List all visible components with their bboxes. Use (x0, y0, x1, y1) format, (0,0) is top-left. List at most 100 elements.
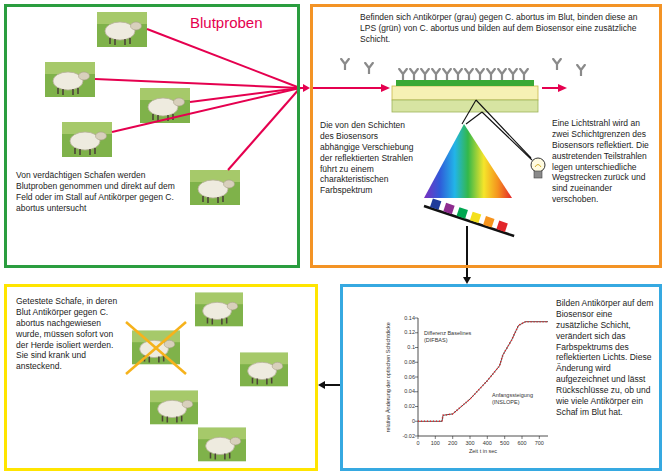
sample-label: Blutproben (190, 14, 263, 32)
tick-label: 0.14 (396, 315, 415, 322)
color-square (470, 212, 481, 223)
biosensor (341, 59, 585, 112)
cross-out (126, 322, 186, 374)
tick-label: 0.1 (396, 344, 415, 351)
tested-sheep (126, 293, 288, 462)
reflected-ray (462, 100, 476, 124)
sheep-photo (190, 170, 240, 205)
tick-label: 0 (408, 440, 428, 447)
arrow-head (381, 84, 390, 92)
antibody (399, 69, 407, 80)
flow-line (542, 87, 560, 89)
sample-line (95, 79, 300, 88)
sheep-photo (150, 391, 198, 425)
free-antibody (577, 65, 585, 76)
antibody (465, 69, 473, 80)
antibody (443, 69, 451, 80)
tick-label: 200 (443, 440, 463, 447)
antibody (509, 69, 517, 80)
arrow-head (558, 84, 567, 92)
sheep-photo (62, 122, 112, 157)
sample-line (147, 29, 300, 88)
panel-text: Befinden sich Antikörper (grau) gegen C.… (360, 12, 650, 45)
measurement-curve (418, 322, 548, 422)
color-square (483, 216, 494, 227)
antibody (410, 69, 418, 80)
spectrum-bar (424, 197, 517, 237)
chart-annotation: Anfangssteigung (INSLOPE) (492, 392, 542, 405)
bulb-glass (531, 158, 545, 172)
light-bulb (531, 158, 545, 178)
flow-arrow (318, 381, 340, 389)
isolation-panel: Getestete Schafe, in deren Blut Antikörp… (4, 284, 318, 471)
tick-label: 0.06 (396, 374, 415, 381)
color-spectrum (424, 124, 512, 198)
panel-text: Eine Lichtstrahl wird an zwei Schichtgre… (552, 118, 656, 205)
sheep-photo (240, 353, 288, 387)
color-square (457, 207, 468, 218)
sheep-photo (195, 293, 243, 327)
bar-line (424, 206, 514, 236)
blood-sample-lines (95, 29, 300, 170)
tick-label: 400 (477, 440, 497, 447)
antibody (421, 69, 429, 80)
y-ticks (415, 318, 418, 436)
connector-line (323, 384, 340, 386)
flow-line (313, 87, 383, 89)
antibody (454, 69, 462, 80)
free-antibody (341, 59, 349, 70)
color-square (430, 198, 441, 209)
tick-label: 500 (495, 440, 515, 447)
bulb-filament (535, 165, 541, 168)
signal-stem (466, 226, 468, 268)
antibody (520, 69, 528, 80)
color-square (496, 221, 507, 232)
chart-annotation: Differenz Baselines (DIFBAS) (424, 330, 476, 343)
tick-label: 100 (425, 440, 445, 447)
tick-label: 0.12 (396, 329, 415, 336)
biosensor-panel: Befinden sich Antikörper (grau) gegen C.… (310, 4, 662, 268)
tick-label: 700 (529, 440, 549, 447)
tick-label: 0.02 (396, 403, 415, 410)
tick-label: 0.08 (396, 359, 415, 366)
chart-axes (418, 318, 548, 436)
measurement-chart (415, 318, 548, 439)
arrow-head (463, 277, 471, 284)
sensor-layer (392, 100, 538, 112)
sampling-panel: Von verdächtigen Schafen werden Blutprob… (4, 4, 300, 268)
sheep-photo (45, 62, 95, 97)
antibody (476, 69, 484, 80)
light-ray (482, 112, 532, 160)
tick-label: 300 (460, 440, 480, 447)
axis-title: Zeit t in sec (453, 448, 513, 455)
flow-arrow (300, 84, 310, 92)
free-antibody (553, 59, 561, 70)
panel-text: Getestete Schafe, in deren Blut Antikörp… (16, 296, 120, 372)
arrow-head (318, 381, 325, 389)
x-ticks (418, 436, 539, 439)
antibody (432, 69, 440, 80)
panel-text: Die von den Schichten des Biosensors abh… (320, 120, 420, 196)
color-square (443, 203, 454, 214)
sample-line (112, 88, 300, 132)
bulb-base (534, 171, 542, 178)
sensor-layer (392, 86, 538, 100)
sheep-photo (97, 12, 147, 47)
arrow-head (303, 84, 310, 92)
sheep-photo (140, 88, 190, 123)
sheep-photo (198, 428, 246, 462)
sample-flow-arrows (313, 84, 567, 92)
flow-arrow (463, 268, 471, 284)
lps-layer (396, 80, 534, 86)
tick-label: -0.02 (396, 433, 415, 440)
tick-label: 0 (396, 418, 415, 425)
tick-label: 0.04 (396, 388, 415, 395)
free-antibody (365, 63, 373, 74)
sample-line (228, 88, 300, 170)
cross-out (126, 322, 186, 374)
antibody (487, 69, 495, 80)
